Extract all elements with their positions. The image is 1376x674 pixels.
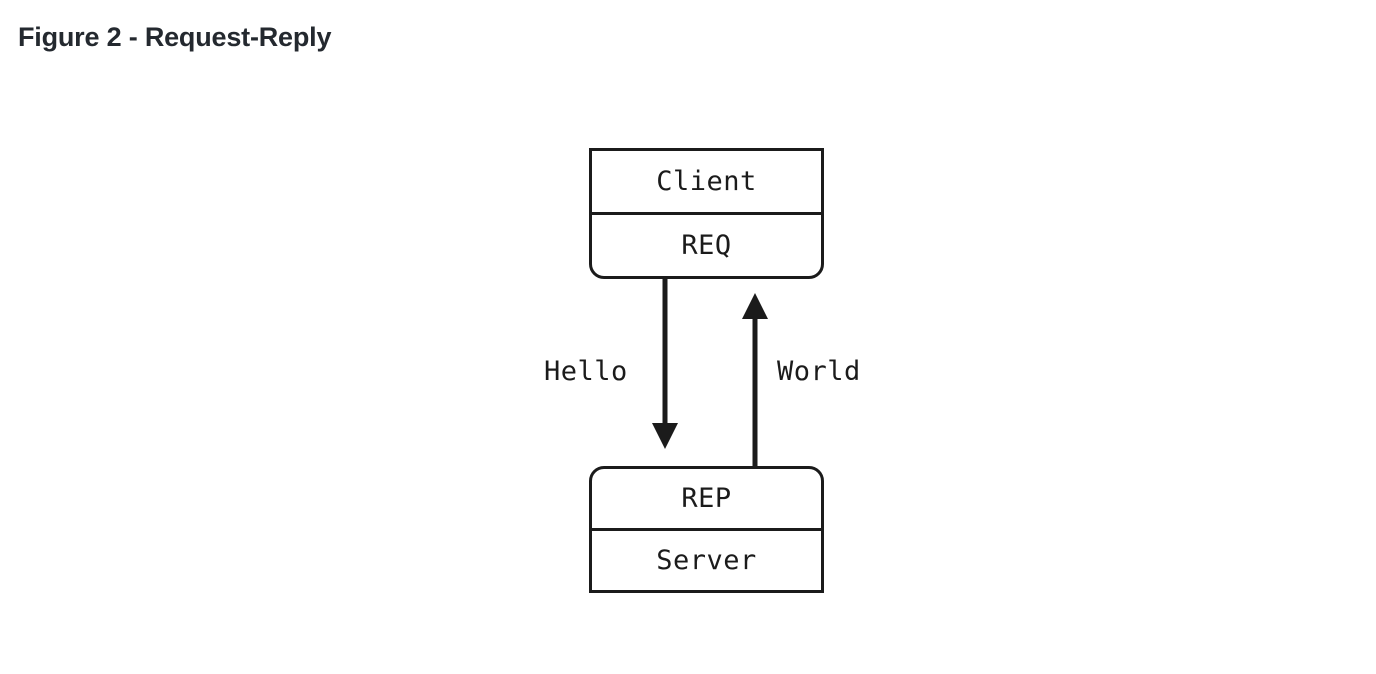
- arrow-request-head-icon: [652, 423, 678, 449]
- node-server-title: Server: [656, 545, 757, 576]
- node-client-title: Client: [592, 151, 821, 215]
- arrow-reply-head-icon: [742, 293, 768, 319]
- arrow-request-hello: [652, 278, 678, 449]
- figure-title: Figure 2 - Request-Reply: [18, 22, 332, 52]
- arrow-label-world: World: [777, 356, 861, 387]
- node-client-socket: REQ: [681, 230, 732, 261]
- arrow-label-hello: Hello: [544, 356, 628, 387]
- node-server-socket: REP: [592, 469, 821, 531]
- node-client: Client REQ: [589, 148, 836, 291]
- arrow-reply-world: [742, 293, 768, 466]
- node-server: REP Server: [589, 466, 836, 605]
